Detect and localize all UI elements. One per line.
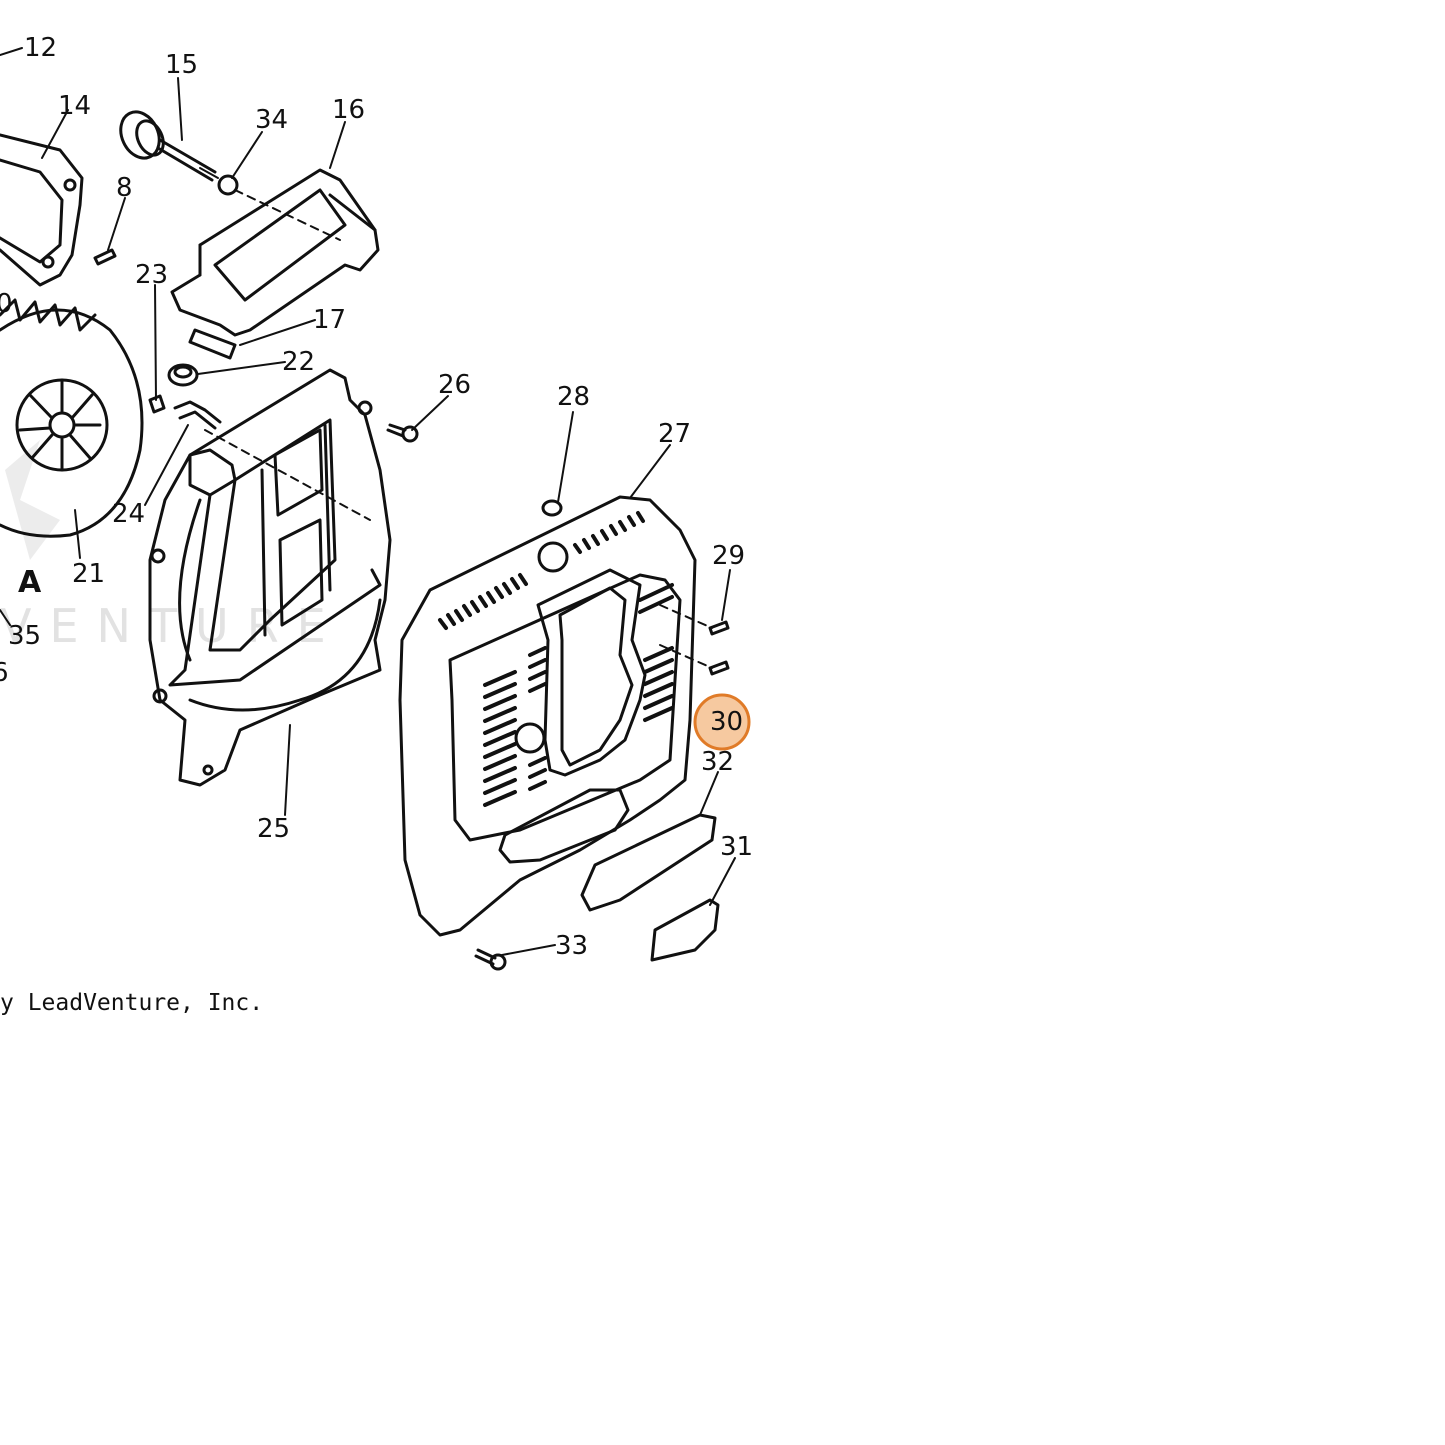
part-tube-24 [173, 400, 222, 430]
part-plate-30 [708, 660, 730, 676]
callout-14[interactable]: 14 [58, 91, 91, 121]
callout-8[interactable]: 8 [116, 173, 133, 203]
callout-12[interactable]: 12 [24, 33, 57, 63]
part-knob-15 [119, 110, 219, 182]
callout-31[interactable]: 31 [720, 832, 753, 862]
callout-26[interactable]: 26 [438, 370, 471, 400]
part-grommet-22 [167, 363, 199, 387]
callout-30[interactable]: 30 [710, 707, 743, 737]
part-screw-8 [93, 248, 117, 266]
callout-24[interactable]: 24 [112, 499, 145, 529]
part-fan-21 [0, 298, 144, 538]
part-washer-34 [217, 174, 239, 196]
part-grommet-28 [541, 499, 563, 517]
leader-lines [0, 47, 736, 956]
callout-25[interactable]: 25 [257, 814, 290, 844]
callout-28[interactable]: 28 [557, 382, 590, 412]
copyright-text: y LeadVenture, Inc. [0, 990, 264, 1016]
part-label-31 [650, 898, 720, 962]
callout-35[interactable]: 35 [8, 621, 41, 651]
callout-labels: 12 14 15 34 16 8 23 17 22 26 28 27 24 21… [0, 33, 753, 961]
callout-a[interactable]: A [18, 565, 42, 600]
callout-33[interactable]: 33 [555, 931, 588, 961]
callout-fragment-0: 0 [0, 289, 13, 319]
part-label-32 [580, 813, 717, 912]
part-gasket-14 [0, 133, 84, 287]
callout-22[interactable]: 22 [282, 347, 315, 377]
callout-23[interactable]: 23 [135, 260, 168, 290]
callout-34[interactable]: 34 [255, 105, 288, 135]
watermark-text: VENTURE [0, 599, 344, 653]
watermark: VENTURE [0, 440, 344, 653]
part-screw-26 [386, 423, 419, 443]
callout-17[interactable]: 17 [313, 305, 346, 335]
callout-32[interactable]: 32 [701, 747, 734, 777]
callout-16[interactable]: 16 [332, 95, 365, 125]
part-bolt-33 [474, 948, 507, 971]
callout-29[interactable]: 29 [712, 541, 745, 571]
part-screw-23 [148, 394, 166, 414]
callout-15[interactable]: 15 [165, 50, 198, 80]
part-handle-16 [170, 168, 380, 337]
cover-vents [438, 511, 674, 807]
callout-fragment-6: 6 [0, 658, 9, 688]
part-plate-29 [708, 620, 730, 636]
callout-21[interactable]: 21 [72, 559, 105, 589]
assembly-lines [204, 189, 713, 669]
highlight-callout-30[interactable] [693, 693, 751, 751]
callout-27[interactable]: 27 [658, 419, 691, 449]
part-cover-27 [398, 495, 697, 937]
part-pin-17 [188, 328, 237, 360]
part-housing-25 [148, 368, 392, 787]
